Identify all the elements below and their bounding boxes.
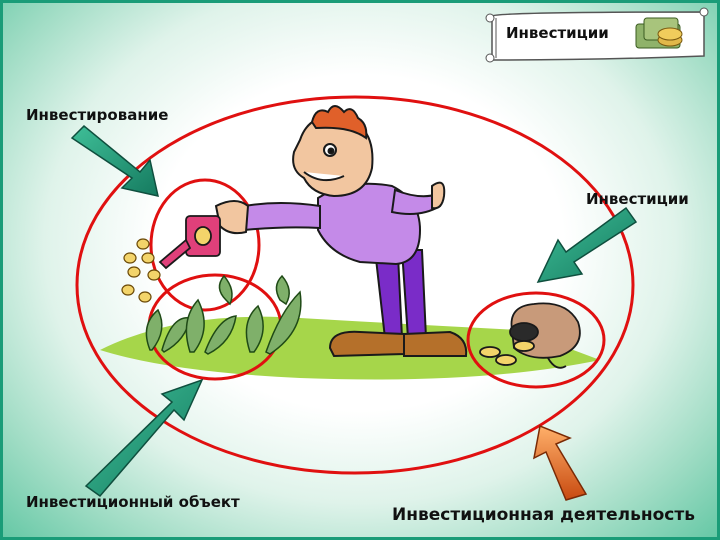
label-investment-activity: Инвестиционная деятельность [392, 505, 695, 525]
arrow-object-icon [86, 380, 202, 496]
watering-can-icon [160, 216, 220, 268]
label-investments: Инвестиции [586, 190, 689, 208]
falling-coins-icon [122, 239, 160, 302]
slide-title: Инвестиции [506, 24, 609, 42]
label-investment-object: Инвестиционный объект [26, 493, 240, 511]
arrow-investments-icon [538, 208, 636, 282]
label-investing: Инвестирование [26, 106, 168, 124]
arrow-activity-icon [534, 426, 586, 500]
